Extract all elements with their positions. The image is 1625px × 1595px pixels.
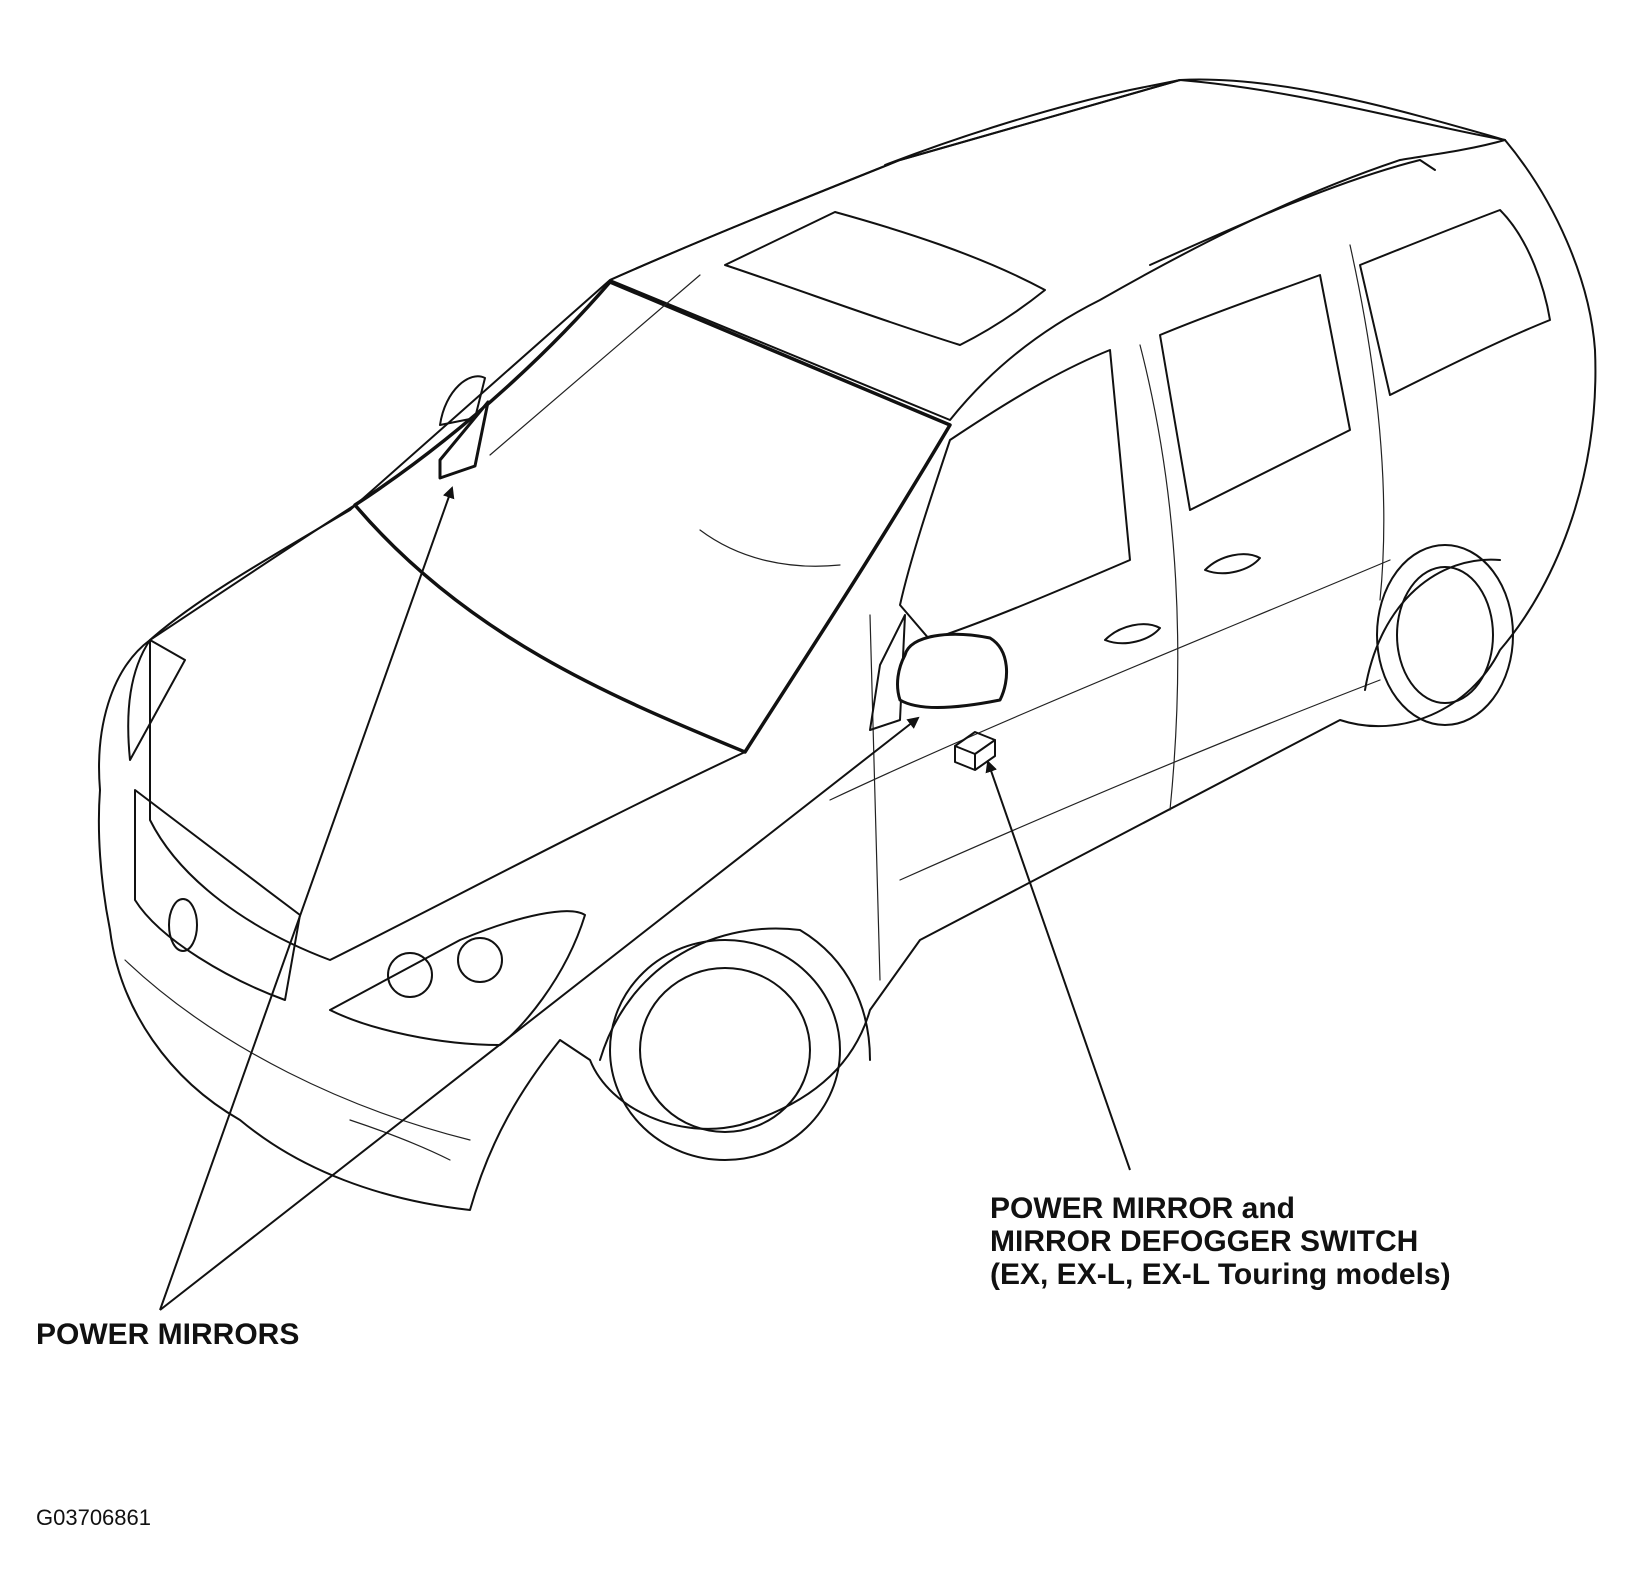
leader-to-right-mirror — [159, 716, 920, 1311]
rear-window — [1359, 209, 1551, 396]
roof-rail-right — [1149, 159, 1436, 266]
front-wheel-arch — [599, 927, 871, 1061]
sliding-door-handle — [1204, 553, 1261, 575]
windshield-inner — [489, 274, 841, 567]
headlight — [329, 910, 586, 1046]
front-wheel-rim — [639, 967, 811, 1133]
front-bumper — [124, 959, 471, 1161]
right-power-mirror — [869, 614, 1009, 731]
roof-outline — [609, 79, 1506, 421]
switch-top — [954, 731, 996, 755]
power-mirrors-text: POWER MIRRORS — [36, 1318, 300, 1351]
headlight-lens-right — [457, 937, 503, 983]
leader-to-left-mirror — [159, 486, 455, 1311]
hood — [149, 504, 746, 961]
headlight-lens-left — [387, 952, 433, 998]
rear-wheel-rim — [1396, 566, 1494, 704]
roof-rail-left — [884, 79, 1181, 166]
front-door-seam — [869, 614, 881, 981]
rocker-line — [899, 679, 1381, 881]
emblem — [168, 898, 198, 952]
left-power-mirror — [438, 375, 490, 480]
switch-label-line1: POWER MIRROR and — [990, 1192, 1295, 1225]
front-door-handle — [1104, 623, 1161, 645]
sliding-door-window — [1159, 274, 1351, 511]
sliding-door-seam — [1139, 344, 1179, 811]
switch-label-line2: MIRROR DEFOGGER SWITCH — [990, 1225, 1419, 1258]
switch-body — [954, 739, 996, 771]
sliding-door-rear-seam — [1349, 244, 1385, 601]
front-wheel — [609, 939, 841, 1161]
grille — [134, 789, 301, 1001]
left-mirror-highlight — [438, 400, 490, 480]
leader-to-switch — [985, 760, 1131, 1171]
left-headlight — [127, 639, 186, 761]
switch-label-line3: (EX, EX-L, EX-L Touring models) — [990, 1258, 1451, 1291]
right-mirror-housing — [896, 632, 1009, 710]
left-mirror-housing — [439, 375, 486, 426]
right-mirror-base — [869, 614, 906, 731]
sunroof — [724, 211, 1046, 346]
body-side-line — [829, 559, 1391, 801]
rear-wheel — [1376, 544, 1514, 726]
power-mirrors-label: POWER MIRRORS — [36, 1318, 299, 1351]
windshield — [353, 280, 952, 754]
figure-code: G03706861 — [36, 1505, 151, 1530]
mirror-switch-label: POWER MIRROR and MIRROR DEFOGGER SWITCH … — [990, 1192, 1451, 1291]
mirror-switch — [954, 731, 996, 771]
leader-lines — [159, 486, 1131, 1311]
vehicle-body — [97, 78, 1597, 1211]
front-door-window — [899, 349, 1131, 641]
body-outline — [97, 78, 1597, 1211]
rear-wheel-arch — [1364, 558, 1501, 691]
